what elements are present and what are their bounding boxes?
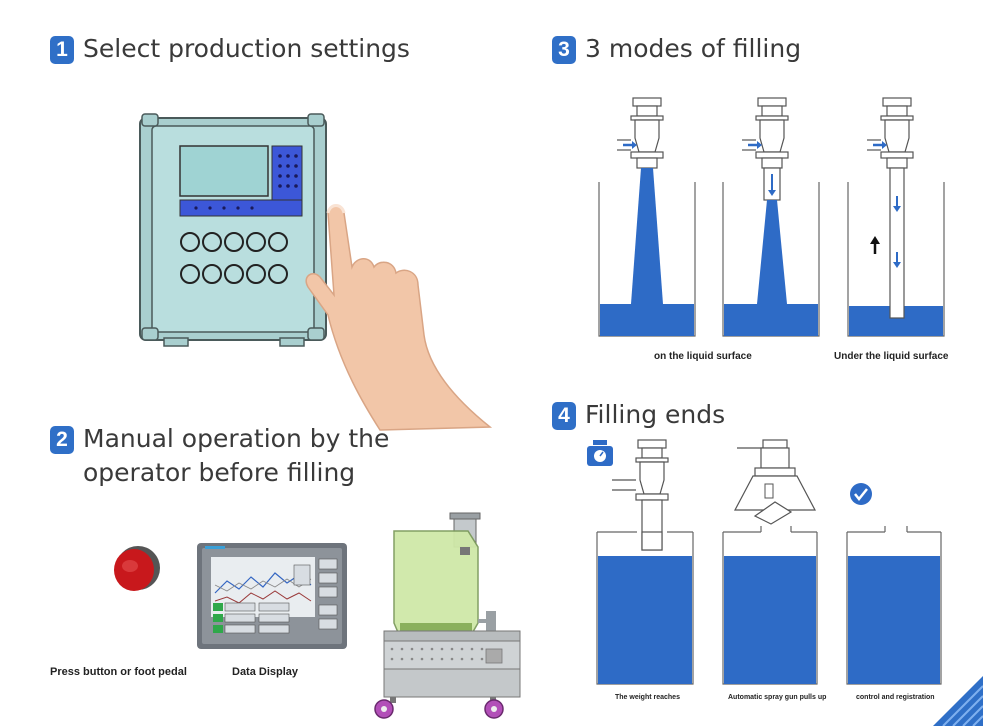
pointing-hand-illustration: [305, 204, 493, 431]
caption-spray-gun-pulls-up: Automatic spray gun pulls up: [728, 694, 827, 701]
caption-under-liquid-surface: Under the liquid surface: [834, 351, 949, 362]
step-1-heading: 1 Select production settings: [50, 32, 410, 66]
step-2-heading: 2 Manual operation by the operator befor…: [50, 422, 389, 490]
step-3-heading: 3 3 modes of filling: [552, 32, 801, 66]
red-push-button-icon: [114, 546, 160, 591]
step-number-badge: 3: [552, 36, 576, 64]
data-display-hmi-illustration: [197, 543, 347, 649]
step-number-badge: 4: [552, 402, 576, 430]
caption-control-registration: control and registration: [856, 694, 935, 701]
filling-ends-diagram: [587, 439, 942, 685]
caption-data-display: Data Display: [232, 666, 299, 678]
corner-stripe-decoration: [933, 676, 983, 726]
step-number-badge: 1: [50, 36, 74, 64]
caption-on-liquid-surface: on the liquid surface: [654, 351, 752, 362]
step-title: Select production settings: [83, 34, 410, 63]
weighing-scale-icon: [587, 440, 613, 466]
step-4-heading: 4 Filling ends: [552, 398, 725, 432]
filling-machine-illustration: [374, 512, 521, 719]
filling-modes-diagram: [598, 96, 945, 337]
caption-press-button: Press button or foot pedal: [50, 666, 187, 678]
step-title: Manual operation by the operator before …: [83, 424, 390, 487]
step-title: Filling ends: [585, 400, 726, 429]
step-number-badge: 2: [50, 426, 74, 454]
control-panel-illustration: [139, 113, 327, 347]
check-mark-icon: [850, 483, 872, 505]
step-title: 3 modes of filling: [585, 34, 802, 63]
caption-weight-reaches: The weight reaches: [615, 694, 680, 701]
